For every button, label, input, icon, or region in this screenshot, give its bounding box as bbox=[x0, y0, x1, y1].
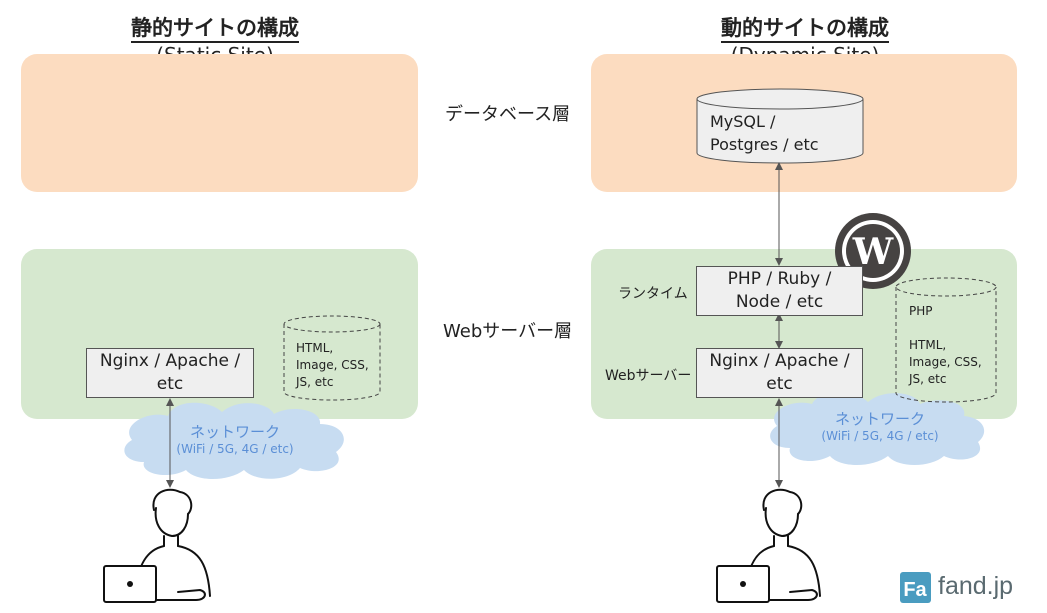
dynamic-server-label-line1: Nginx / Apache / bbox=[709, 351, 850, 371]
static-files-cylinder bbox=[283, 315, 381, 401]
wordpress-logo-icon: W bbox=[835, 213, 911, 289]
runtime-label: ランタイム bbox=[618, 286, 688, 302]
runtime-box: PHP / Ruby / Node / etc bbox=[696, 266, 863, 316]
dynamic-file-spacer bbox=[909, 320, 982, 337]
dynamic-network-cloud bbox=[770, 392, 985, 465]
web-layer-label: Webサーバー層 bbox=[443, 321, 573, 342]
static-title-text: 静的サイトの構成 bbox=[131, 16, 299, 43]
runtime-label-line1: PHP / Ruby / bbox=[727, 269, 832, 289]
database-label-line1: MySQL / bbox=[710, 112, 776, 131]
static-network-label: ネットワーク bbox=[189, 423, 280, 441]
database-label-line2: Postgres / etc bbox=[710, 135, 819, 154]
dynamic-title: 動的サイトの構成 bbox=[645, 12, 965, 43]
dynamic-file-item: JS, etc bbox=[909, 372, 947, 386]
dynamic-title-text: 動的サイトの構成 bbox=[721, 16, 889, 43]
static-file-item: JS, etc bbox=[296, 375, 334, 389]
dynamic-server-label-line2: etc bbox=[766, 374, 793, 394]
database-layer-label: データベース層 bbox=[445, 104, 571, 125]
database-cylinder bbox=[696, 88, 864, 164]
runtime-label-line2: Node / etc bbox=[735, 292, 824, 312]
static-server-box: Nginx / Apache / etc bbox=[86, 348, 254, 398]
static-network-cloud bbox=[124, 402, 344, 479]
static-files-list: HTML, Image, CSS, JS, etc bbox=[296, 340, 369, 391]
webserver-label: Webサーバー bbox=[605, 368, 692, 384]
static-title: 静的サイトの構成 bbox=[55, 12, 375, 43]
dynamic-server-box: Nginx / Apache / etc bbox=[696, 348, 863, 398]
dynamic-file-item: Image, CSS, bbox=[909, 355, 982, 369]
dynamic-file-item: HTML, bbox=[909, 338, 947, 352]
dynamic-network-detail: (WiFi / 5G, 4G / etc) bbox=[821, 429, 939, 443]
dynamic-file-item: PHP bbox=[909, 304, 933, 318]
static-file-item: Image, CSS, bbox=[296, 358, 369, 372]
dynamic-files-list: PHP HTML, Image, CSS, JS, etc bbox=[909, 303, 982, 388]
dynamic-network-label: ネットワーク bbox=[834, 410, 925, 428]
static-network-detail: (WiFi / 5G, 4G / etc) bbox=[176, 442, 294, 456]
static-user-icon bbox=[103, 488, 211, 603]
fand-logo-icon: Fa bbox=[900, 572, 931, 603]
fand-logo-mark: Fa bbox=[903, 579, 927, 601]
dynamic-files-cylinder bbox=[895, 277, 997, 403]
static-database-zone bbox=[21, 54, 418, 192]
fand-logo-text: fand.jp bbox=[938, 572, 1014, 600]
dynamic-user-icon bbox=[716, 488, 821, 603]
database-box: MySQL / Postgres / etc bbox=[710, 110, 819, 156]
static-file-item: HTML, bbox=[296, 341, 334, 355]
static-server-label: Nginx / Apache / etc bbox=[99, 351, 241, 394]
